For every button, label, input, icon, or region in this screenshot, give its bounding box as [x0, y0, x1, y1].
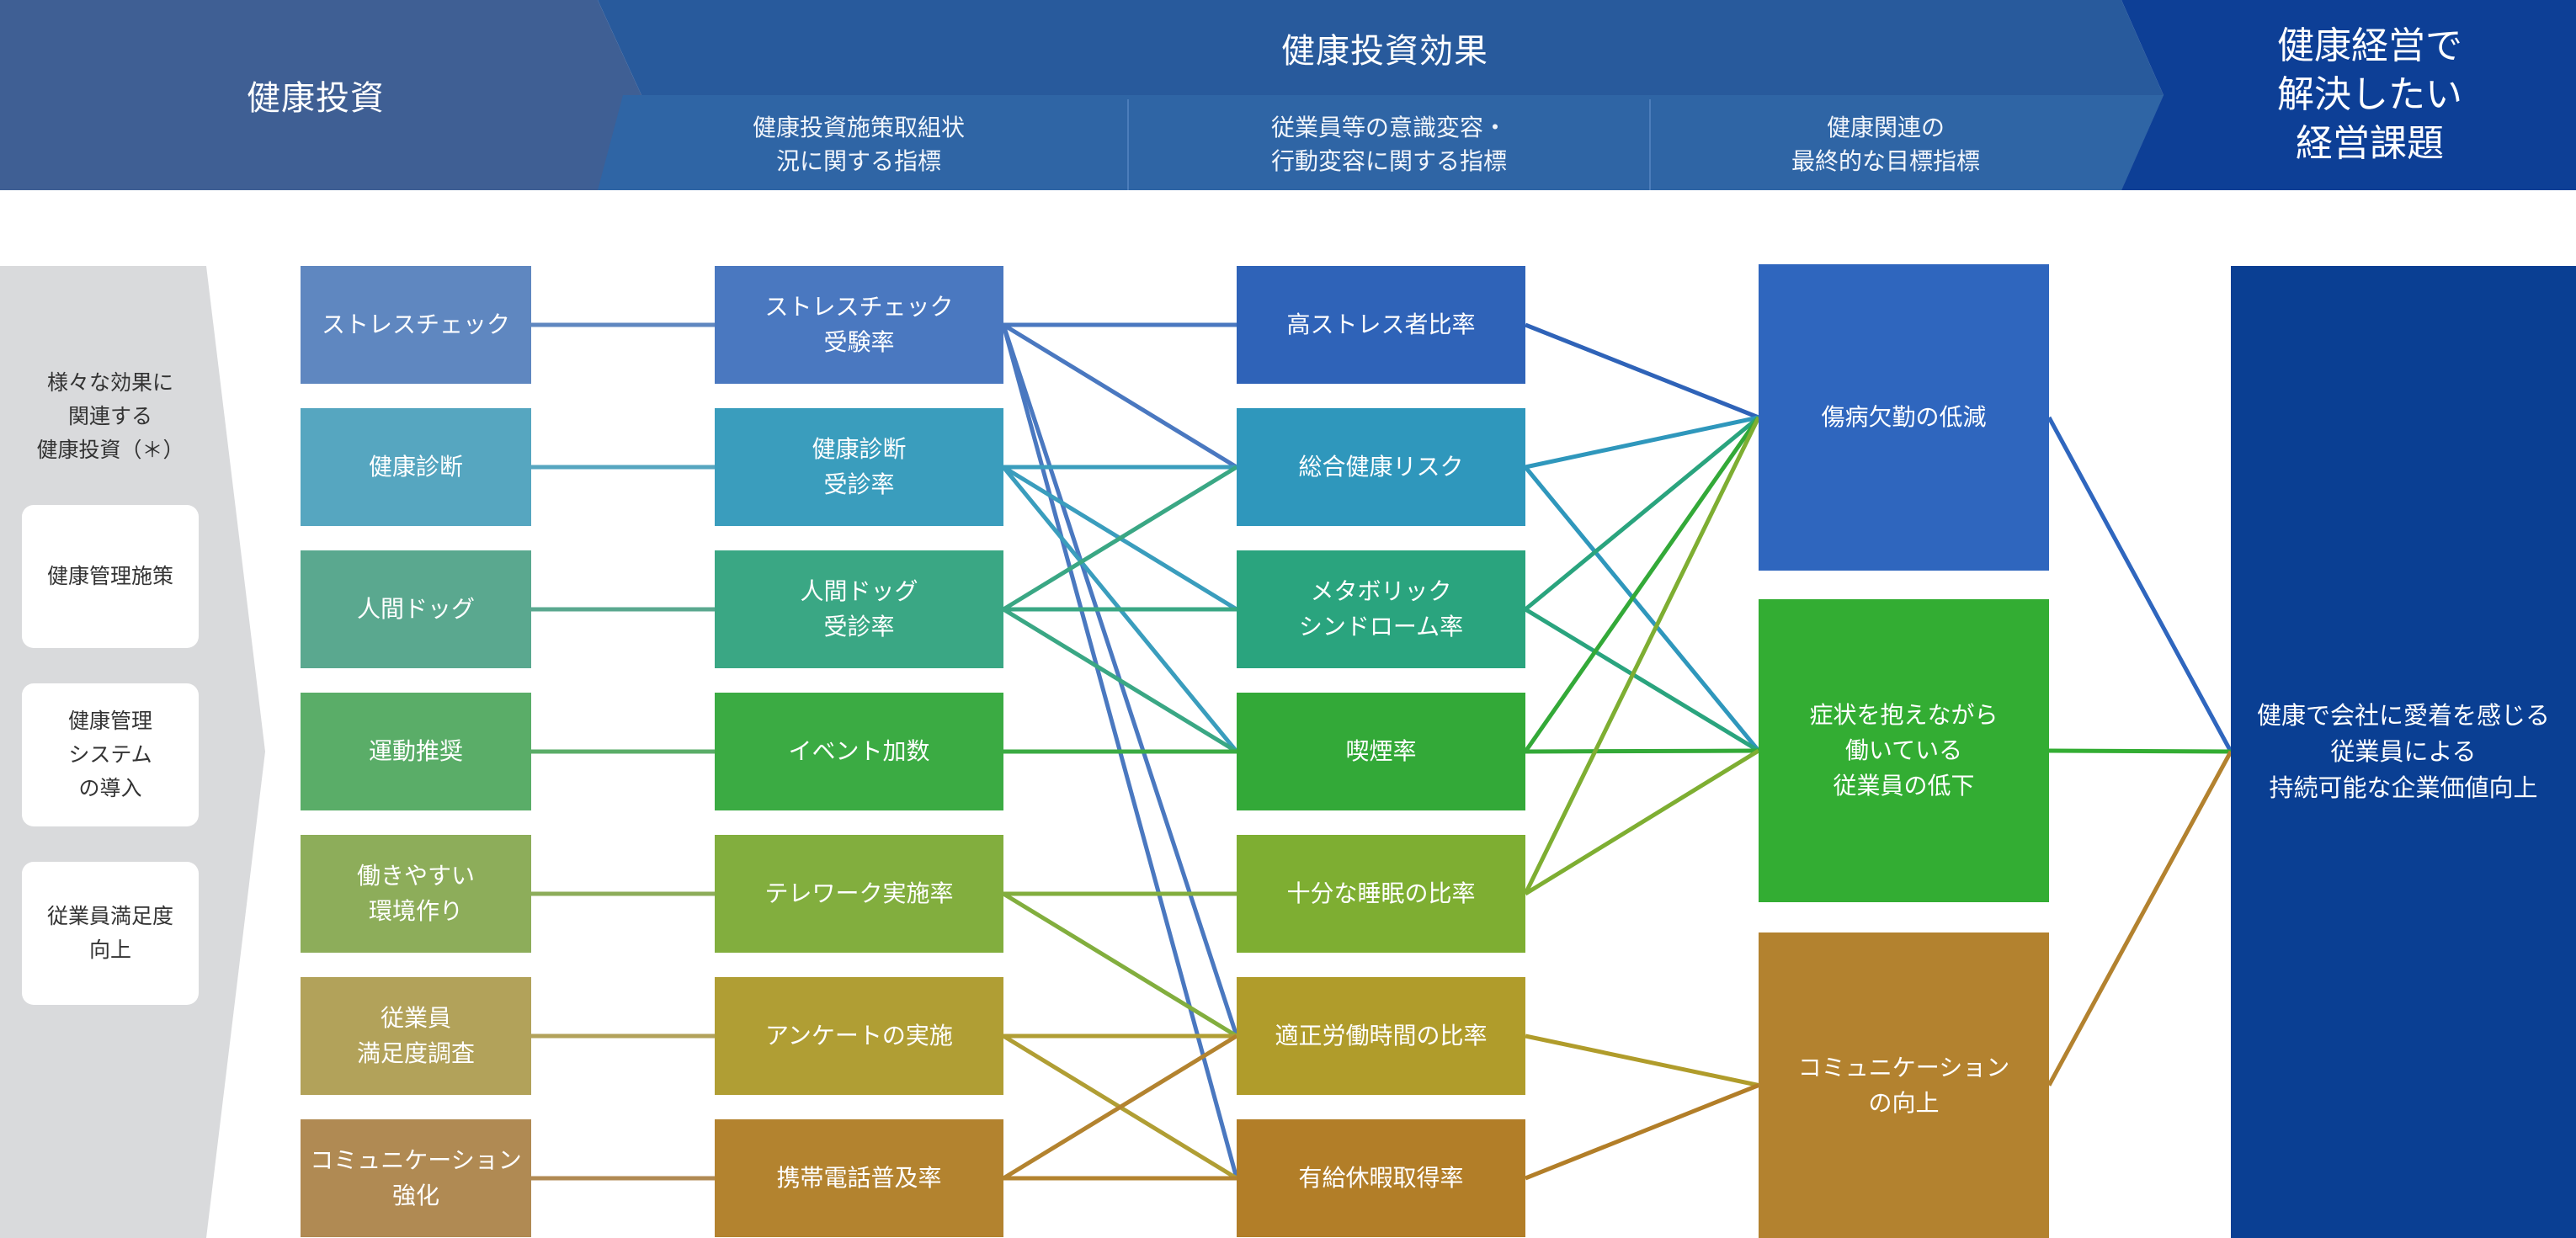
- sidebar-caption: 様々な効果に 関連する 健康投資（＊）: [36, 370, 184, 462]
- initiative-box: 人間ドッグ 受診率: [715, 550, 1003, 668]
- behavior-box: 総合健康リスク: [1237, 408, 1525, 526]
- header-effects-sub-band: [598, 95, 2164, 190]
- investment-box: 働きやすい 環境作り: [301, 835, 531, 953]
- header-effects-label: 健康投資効果: [1281, 31, 1488, 71]
- outcome-box: コミュニケーション の向上: [1759, 932, 2049, 1238]
- link-behavior-outcome: [1524, 748, 1760, 896]
- initiative-box: 健康診断 受診率: [715, 408, 1003, 526]
- link-initiative-behavior: [1002, 891, 1238, 1039]
- link-outcome-goal: [2048, 748, 2232, 754]
- investment-box: 健康診断: [301, 408, 531, 526]
- header-final-block: [2121, 0, 2576, 190]
- behavior-box: 高ストレス者比率: [1237, 266, 1525, 384]
- header-arrows: [0, 0, 2576, 190]
- header-effects-sub-3: 健康関連の 最終的な目標指標: [1791, 114, 1980, 175]
- initiative-box: イベント加数: [715, 693, 1003, 810]
- investment-box: コミュニケーション 強化: [301, 1119, 531, 1237]
- initiative-box: テレワーク実施率: [715, 835, 1003, 953]
- link-behavior-outcome: [1524, 607, 1760, 753]
- behavior-box: 喫煙率: [1237, 693, 1525, 810]
- investment-box: 従業員 満足度調査: [301, 977, 531, 1095]
- behavior-box: 適正労働時間の比率: [1237, 977, 1525, 1095]
- header-effects-sub-2: 従業員等の意識変容・ 行動変容に関する指標: [1270, 114, 1507, 175]
- link-outcome-goal: [2046, 416, 2233, 753]
- link-initiative-behavior: [1002, 607, 1238, 754]
- initiative-box: アンケートの実施: [715, 977, 1003, 1095]
- link-initiative-behavior: [1002, 1033, 1238, 1181]
- investment-box: 運動推奨: [301, 693, 531, 810]
- sidebar-card-management-system: 健康管理 システム の導入: [22, 683, 199, 826]
- link-behavior-outcome: [1524, 465, 1760, 752]
- link-behavior-outcome: [1524, 416, 1760, 611]
- management-goal-box: 健康で会社に愛着を感じる 従業員による 持続可能な企業価値向上: [2231, 266, 2576, 1238]
- header-final-label: 健康経営で 解決したい 経営課題: [2277, 24, 2462, 165]
- behavior-box: メタボリック シンドローム率: [1237, 550, 1525, 668]
- sidebar-card-satisfaction: 従業員満足度 向上: [22, 862, 199, 1005]
- header-investment-label: 健康投資: [247, 79, 385, 118]
- link-initiative-behavior: [1002, 322, 1238, 470]
- initiative-box: 携帯電話普及率: [715, 1119, 1003, 1237]
- behavior-box: 有給休暇取得率: [1237, 1119, 1525, 1237]
- outcome-box: 症状を抱えながら 働いている 従業員の低下: [1759, 599, 2049, 902]
- link-initiative-behavior: [1002, 465, 1238, 612]
- investment-box: 人間ドッグ: [301, 550, 531, 668]
- link-outcome-goal: [2046, 750, 2233, 1087]
- behavior-box: 十分な睡眠の比率: [1237, 835, 1525, 953]
- link-behavior-outcome: [1525, 748, 1759, 754]
- link-behavior-outcome: [1525, 322, 1759, 420]
- link-behavior-outcome: [1525, 415, 1759, 470]
- initiative-box: ストレスチェック 受験率: [715, 266, 1003, 384]
- header-investment-arrow: [0, 0, 641, 190]
- header-effects-sub-1: 健康投資施策取組状 況に関する指標: [752, 114, 965, 175]
- link-behavior-outcome: [1523, 416, 1761, 895]
- link-behavior-outcome: [1523, 416, 1761, 753]
- link-behavior-outcome: [1525, 1083, 1759, 1181]
- sidebar-card-health-management: 健康管理施策: [22, 505, 199, 648]
- outcome-box: 傷病欠勤の低減: [1759, 264, 2049, 571]
- investment-box: ストレスチェック: [301, 266, 531, 384]
- link-behavior-outcome: [1525, 1033, 1759, 1087]
